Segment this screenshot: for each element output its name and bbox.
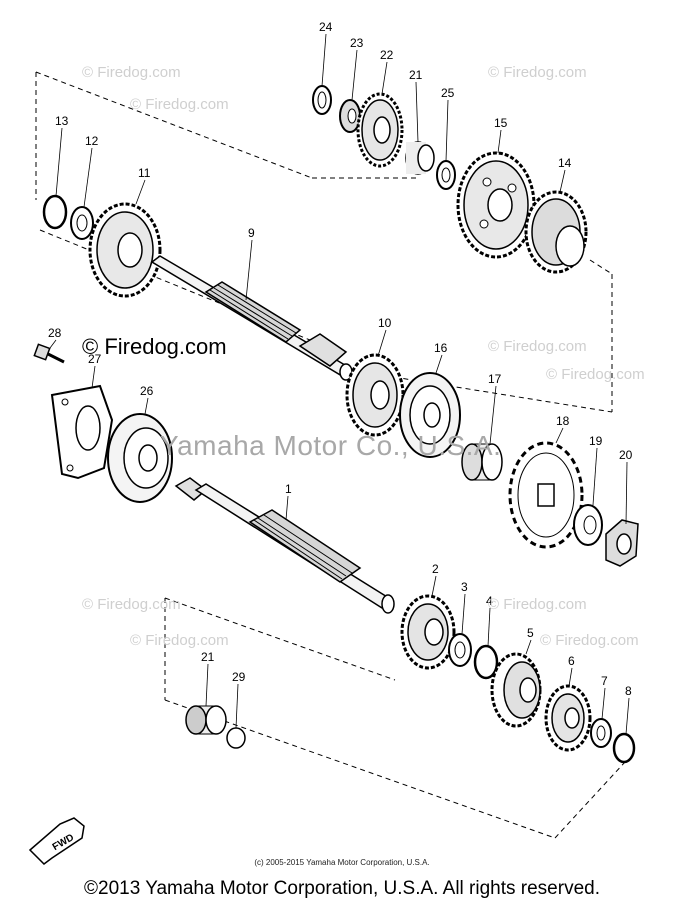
lower-assembly-outline: [164, 597, 626, 839]
gear-6: [544, 684, 592, 752]
leader-lines: [49, 33, 630, 735]
circlip-4: [473, 644, 499, 680]
part-label-23: 23: [350, 36, 364, 50]
gear-14: [524, 190, 588, 274]
gear-2: [400, 594, 456, 670]
bearing-26: [107, 413, 173, 503]
watermark-firedog-prominent: © Firedog.com: [82, 334, 227, 359]
bearing-21-lower: [185, 705, 227, 735]
gear-11: [88, 202, 162, 298]
circlip-13: [42, 194, 68, 230]
part-label-8: 8: [625, 684, 632, 698]
washer-3: [448, 633, 472, 667]
watermark-yamaha-overlay: Yamaha Motor Co., U.S.A.: [160, 430, 502, 461]
collar-17: [461, 443, 503, 481]
part-label-14: 14: [558, 156, 572, 170]
part-label-11: 11: [138, 166, 151, 180]
copyright-main: ©2013 Yamaha Motor Corporation, U.S.A. A…: [84, 878, 600, 899]
upper-assembly-outline: [35, 71, 613, 413]
part-label-4: 4: [486, 594, 493, 608]
washer-24: [312, 85, 332, 115]
bearing-21: [405, 141, 435, 175]
part-label-15: 15: [494, 116, 508, 130]
watermark-firedog: © Firedog.com: [546, 366, 645, 383]
part-label-27: 27: [88, 352, 102, 366]
part-label-19: 19: [589, 434, 603, 448]
gear-15: [456, 151, 536, 259]
part-label-10: 10: [378, 316, 392, 330]
gear-5: [490, 652, 542, 728]
watermark-firedog: © Firedog.com: [488, 338, 587, 355]
part-label-3: 3: [461, 580, 468, 594]
watermark-firedog: © Firedog.com: [82, 596, 181, 613]
copyright-small: (c) 2005-2015 Yamaha Motor Corporation, …: [254, 858, 430, 867]
part-label-2: 2: [432, 562, 439, 576]
part-label-29: 29: [232, 670, 246, 684]
washer-25: [436, 160, 456, 190]
bearing-16: [399, 372, 461, 458]
plate-27: [50, 384, 114, 480]
gear-10: [345, 353, 405, 437]
part-label-18: 18: [556, 414, 570, 428]
washer-19: [573, 504, 603, 546]
part-label-9: 9: [248, 226, 255, 240]
plug-29: [226, 727, 246, 749]
part-label-12: 12: [85, 134, 99, 148]
part-label-13: 13: [55, 114, 69, 128]
part-label-7: 7: [601, 674, 608, 688]
part-label-24: 24: [319, 20, 333, 34]
circlip-8: [612, 732, 636, 764]
part-label-28: 28: [48, 326, 62, 340]
part-label-21-lower: 21: [201, 650, 215, 664]
part-label-22: 22: [380, 48, 394, 62]
washer-7: [590, 718, 612, 748]
watermark-firedog: © Firedog.com: [82, 64, 181, 81]
shaft-1: [174, 477, 395, 614]
watermark-firedog: © Firedog.com: [488, 64, 587, 81]
part-label-26: 26: [140, 384, 154, 398]
part-label-5: 5: [527, 626, 534, 640]
bolt-28: [33, 343, 65, 364]
gear-22: [356, 92, 404, 168]
washer-12: [70, 206, 94, 240]
part-label-6: 6: [568, 654, 575, 668]
part-label-21: 21: [409, 68, 423, 82]
nut-20: [605, 519, 639, 567]
part-label-17: 17: [488, 372, 502, 386]
watermark-firedog: © Firedog.com: [488, 596, 587, 613]
watermark-firedog: © Firedog.com: [130, 96, 229, 113]
watermark-firedog: © Firedog.com: [540, 632, 639, 649]
watermark-firedog: © Firedog.com: [130, 632, 229, 649]
shaft-9: [150, 255, 353, 381]
part-numbers: 24 23 22 21 25 15 14 13 12 11 9 10 16 17…: [48, 20, 633, 698]
sprocket-18: [508, 441, 584, 549]
part-label-16: 16: [434, 341, 448, 355]
part-label-20: 20: [619, 448, 633, 462]
part-label-1: 1: [285, 482, 292, 496]
part-label-25: 25: [441, 86, 455, 100]
